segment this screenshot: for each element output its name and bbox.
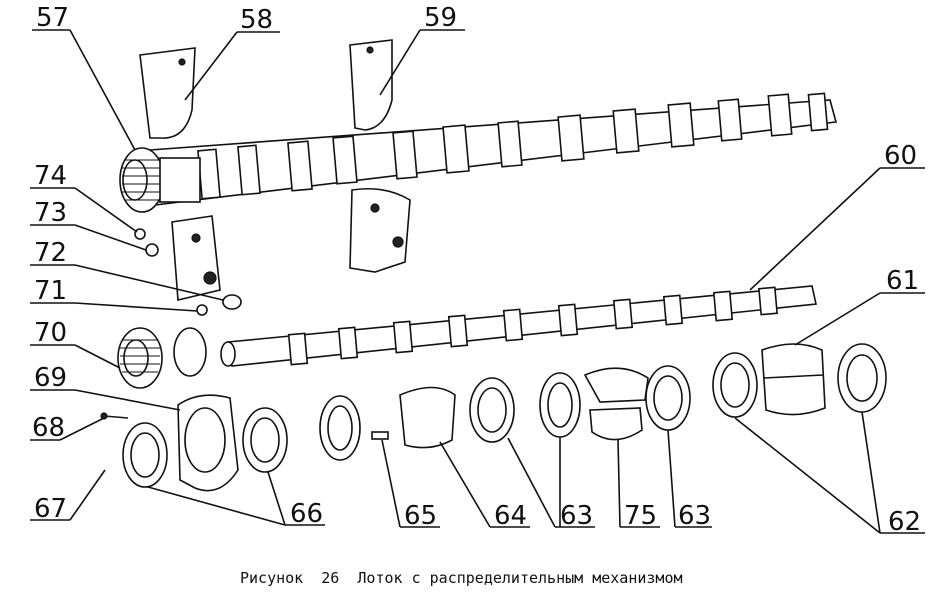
callout-66: 66 [290,499,323,529]
bearing-cap-58 [139,47,196,139]
bracket [171,215,221,301]
callout-67: 67 [34,494,67,524]
nut-74 [134,228,146,240]
callout-71: 71 [34,276,67,306]
callout-70: 70 [34,318,67,348]
callout-57: 57 [36,3,69,33]
small-parts [134,215,242,316]
bolt-71 [196,304,208,316]
upper-cams [197,92,829,200]
bearing-61 [761,343,826,416]
callout-75: 75 [624,501,657,531]
callout-63b: 63 [678,501,711,531]
callout-63a: 63 [560,501,593,531]
callout-numbers: 57 58 59 60 61 62 63 63 64 65 66 67 68 6… [32,3,921,537]
washer-73 [145,243,159,257]
callout-60: 60 [884,141,917,171]
bearing-cap-59 [349,39,393,131]
figure-caption: Рисунок 26 Лоток с распределительным мех… [240,569,683,587]
callout-72: 72 [34,238,67,268]
callout-58: 58 [240,5,273,35]
bearing-lower-half [349,187,411,273]
callout-74: 74 [34,161,67,191]
callout-64: 64 [494,501,527,531]
callout-73: 73 [34,198,67,228]
bearing-row [100,343,887,492]
callout-65: 65 [404,501,437,531]
sleeve-72 [222,294,242,310]
callout-68: 68 [32,413,65,443]
split-bearing-75-top [583,367,649,403]
callout-61: 61 [886,266,919,296]
lower-camshaft [117,285,817,389]
callout-59: 59 [424,3,457,33]
half-bearing-64 [399,386,456,449]
callout-62: 62 [888,507,921,537]
upper-camshaft [119,39,838,273]
callout-69: 69 [34,363,67,393]
leader-lines [30,29,925,534]
split-bearing-75-bottom [589,407,643,441]
lower-cams [287,286,778,366]
pin-65 [371,431,389,440]
